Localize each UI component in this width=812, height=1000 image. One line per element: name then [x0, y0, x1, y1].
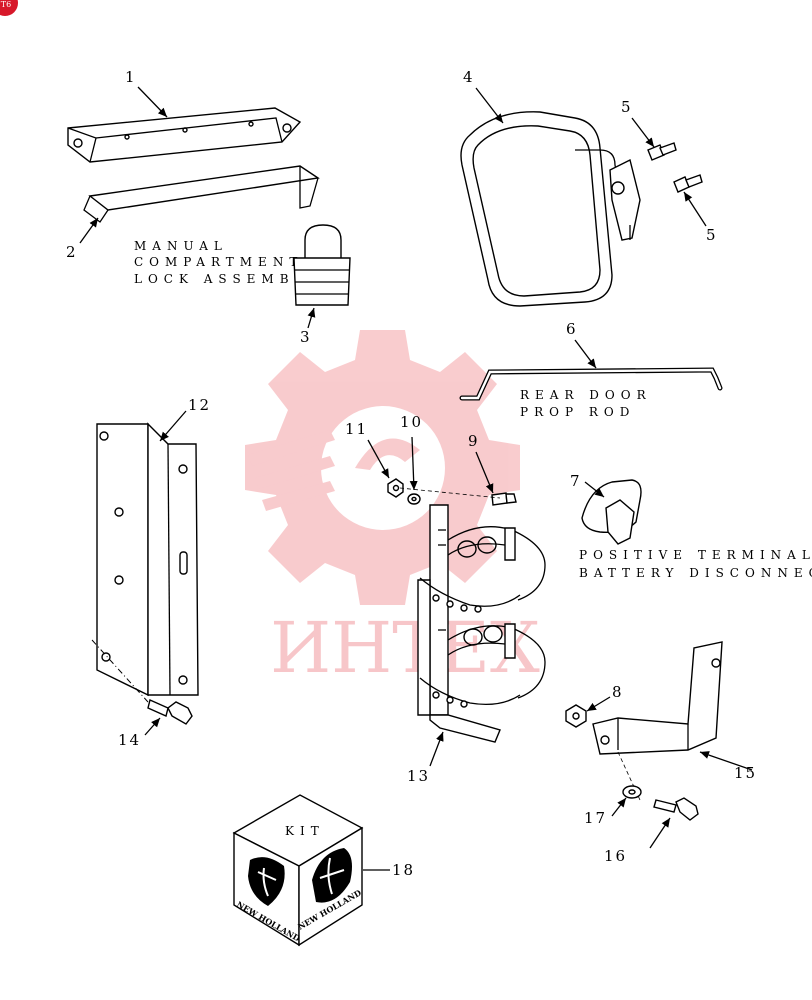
- callout-9: 9: [468, 432, 480, 450]
- callout-18: 18: [392, 861, 415, 879]
- leader-16: [649, 817, 671, 849]
- callout-5a: 5: [621, 98, 633, 116]
- part-13-extinguisher-bracket: [417, 504, 546, 743]
- callout-16: 16: [604, 847, 627, 865]
- callout-1: 1: [125, 68, 137, 86]
- leader-13: [429, 731, 444, 767]
- part-1-bracket: [67, 107, 302, 163]
- caption-manual-line-2: COMPARTMENT: [134, 255, 303, 269]
- part-9-bolt: [491, 492, 517, 506]
- caption-rear-door-line-1: REAR DOOR: [520, 388, 652, 402]
- part-5-screw-upper: [647, 142, 677, 161]
- corner-badge: T6: [0, 0, 18, 16]
- leader-6: [574, 339, 597, 369]
- leader-5a: [631, 117, 655, 148]
- leader-8: [586, 696, 611, 712]
- part-2-hasp: [83, 165, 320, 223]
- part-17-washer: [622, 785, 642, 799]
- part-11-nut: [387, 478, 404, 498]
- callout-5b: 5: [706, 226, 718, 244]
- callout-6: 6: [566, 320, 578, 338]
- leader-15: [699, 751, 753, 771]
- part-6-prop-rod: [459, 367, 723, 401]
- part-15-l-bracket: [592, 641, 723, 755]
- caption-manual-line-1: MANUAL: [134, 239, 228, 253]
- callout-2: 2: [66, 243, 78, 261]
- new-holland-logo-icon-right: [312, 848, 352, 903]
- part-7-terminal-cover: [581, 479, 642, 545]
- leader-4: [475, 87, 504, 124]
- callout-7: 7: [570, 472, 582, 490]
- part-8-nut: [565, 704, 587, 728]
- leader-3: [307, 307, 316, 329]
- caption-battery-line-1: POSITIVE TERMINAL: [579, 548, 812, 562]
- leader-7: [584, 481, 605, 498]
- part-18-kit-box: NEW HOLLAND NEW HOLLAND: [232, 794, 364, 947]
- part-14-bolt: [147, 699, 193, 725]
- callout-3: 3: [300, 328, 312, 346]
- callout-17: 17: [584, 809, 607, 827]
- leader-9: [475, 451, 494, 494]
- caption-battery-line-2: BATTERY DISCONNECT: [579, 566, 812, 580]
- caption-manual-line-3: LOCK ASSEMBLY: [134, 272, 322, 286]
- leader-2: [79, 217, 99, 244]
- leader-10: [409, 436, 418, 491]
- part-3-padlock-icon: [293, 224, 351, 306]
- part-4-mirror: [460, 111, 641, 307]
- part-16-bolt: [653, 797, 699, 821]
- new-holland-logo-icon-left: [248, 857, 285, 906]
- callout-14: 14: [118, 731, 141, 749]
- callout-15: 15: [734, 764, 757, 782]
- caption-rear-door-line-2: PROP ROD: [520, 405, 635, 419]
- center-line-14: [91, 639, 149, 703]
- leader-12: [159, 410, 187, 442]
- callout-10: 10: [400, 413, 423, 431]
- watermark-text: ИНТЕХ: [270, 607, 540, 689]
- callout-13: 13: [407, 767, 430, 785]
- part-5-screw-lower: [673, 174, 703, 193]
- part-10-washer: [407, 493, 421, 505]
- callout-12: 12: [188, 396, 211, 414]
- leader-14: [144, 717, 161, 736]
- callout-4: 4: [463, 68, 475, 86]
- callout-11: 11: [345, 420, 368, 438]
- callout-8: 8: [612, 683, 624, 701]
- leader-5b: [683, 191, 707, 227]
- corner-badge-text: T6: [1, 0, 11, 9]
- leader-11: [367, 439, 390, 479]
- part-12-angle-bracket: [96, 422, 199, 697]
- leader-1: [137, 86, 168, 118]
- leader-17: [611, 797, 627, 817]
- kit-label: KIT: [285, 824, 325, 838]
